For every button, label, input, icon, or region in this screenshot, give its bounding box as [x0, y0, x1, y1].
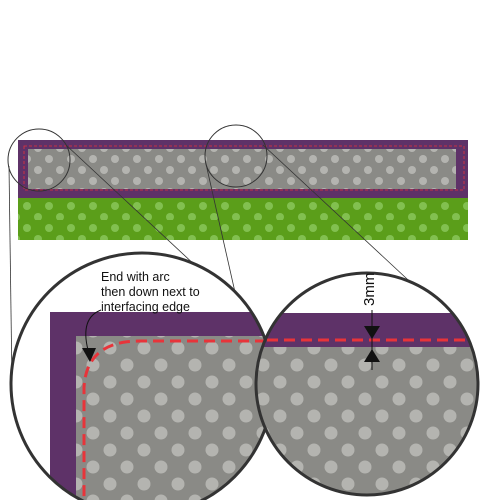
corner-stitch-line — [82, 339, 273, 500]
zoom-circle-seam-outline — [254, 271, 480, 497]
corner-note-line-2: then down next to — [101, 285, 200, 299]
magnifier-right-small — [204, 124, 268, 188]
zoom-circle-corner — [11, 253, 273, 500]
arrow-down-icon — [364, 326, 380, 339]
seam-allowance-marker — [364, 310, 380, 370]
interfacing-panel — [28, 149, 456, 189]
overview-stitch-line — [23, 145, 465, 191]
zoom-interfacing-edge — [256, 347, 478, 495]
green-lining-fabric — [18, 198, 468, 240]
seam-allowance-label: 3mm — [361, 273, 378, 306]
magnifier-left-small — [7, 128, 71, 192]
corner-pointer — [82, 309, 102, 362]
arrow-up-icon — [364, 349, 380, 362]
corner-note-line-1: End with arc — [101, 270, 170, 284]
overview-strip — [18, 140, 468, 240]
corner-note-line-3: interfacing edge — [101, 300, 190, 314]
pointer-arrow-icon — [82, 348, 96, 362]
